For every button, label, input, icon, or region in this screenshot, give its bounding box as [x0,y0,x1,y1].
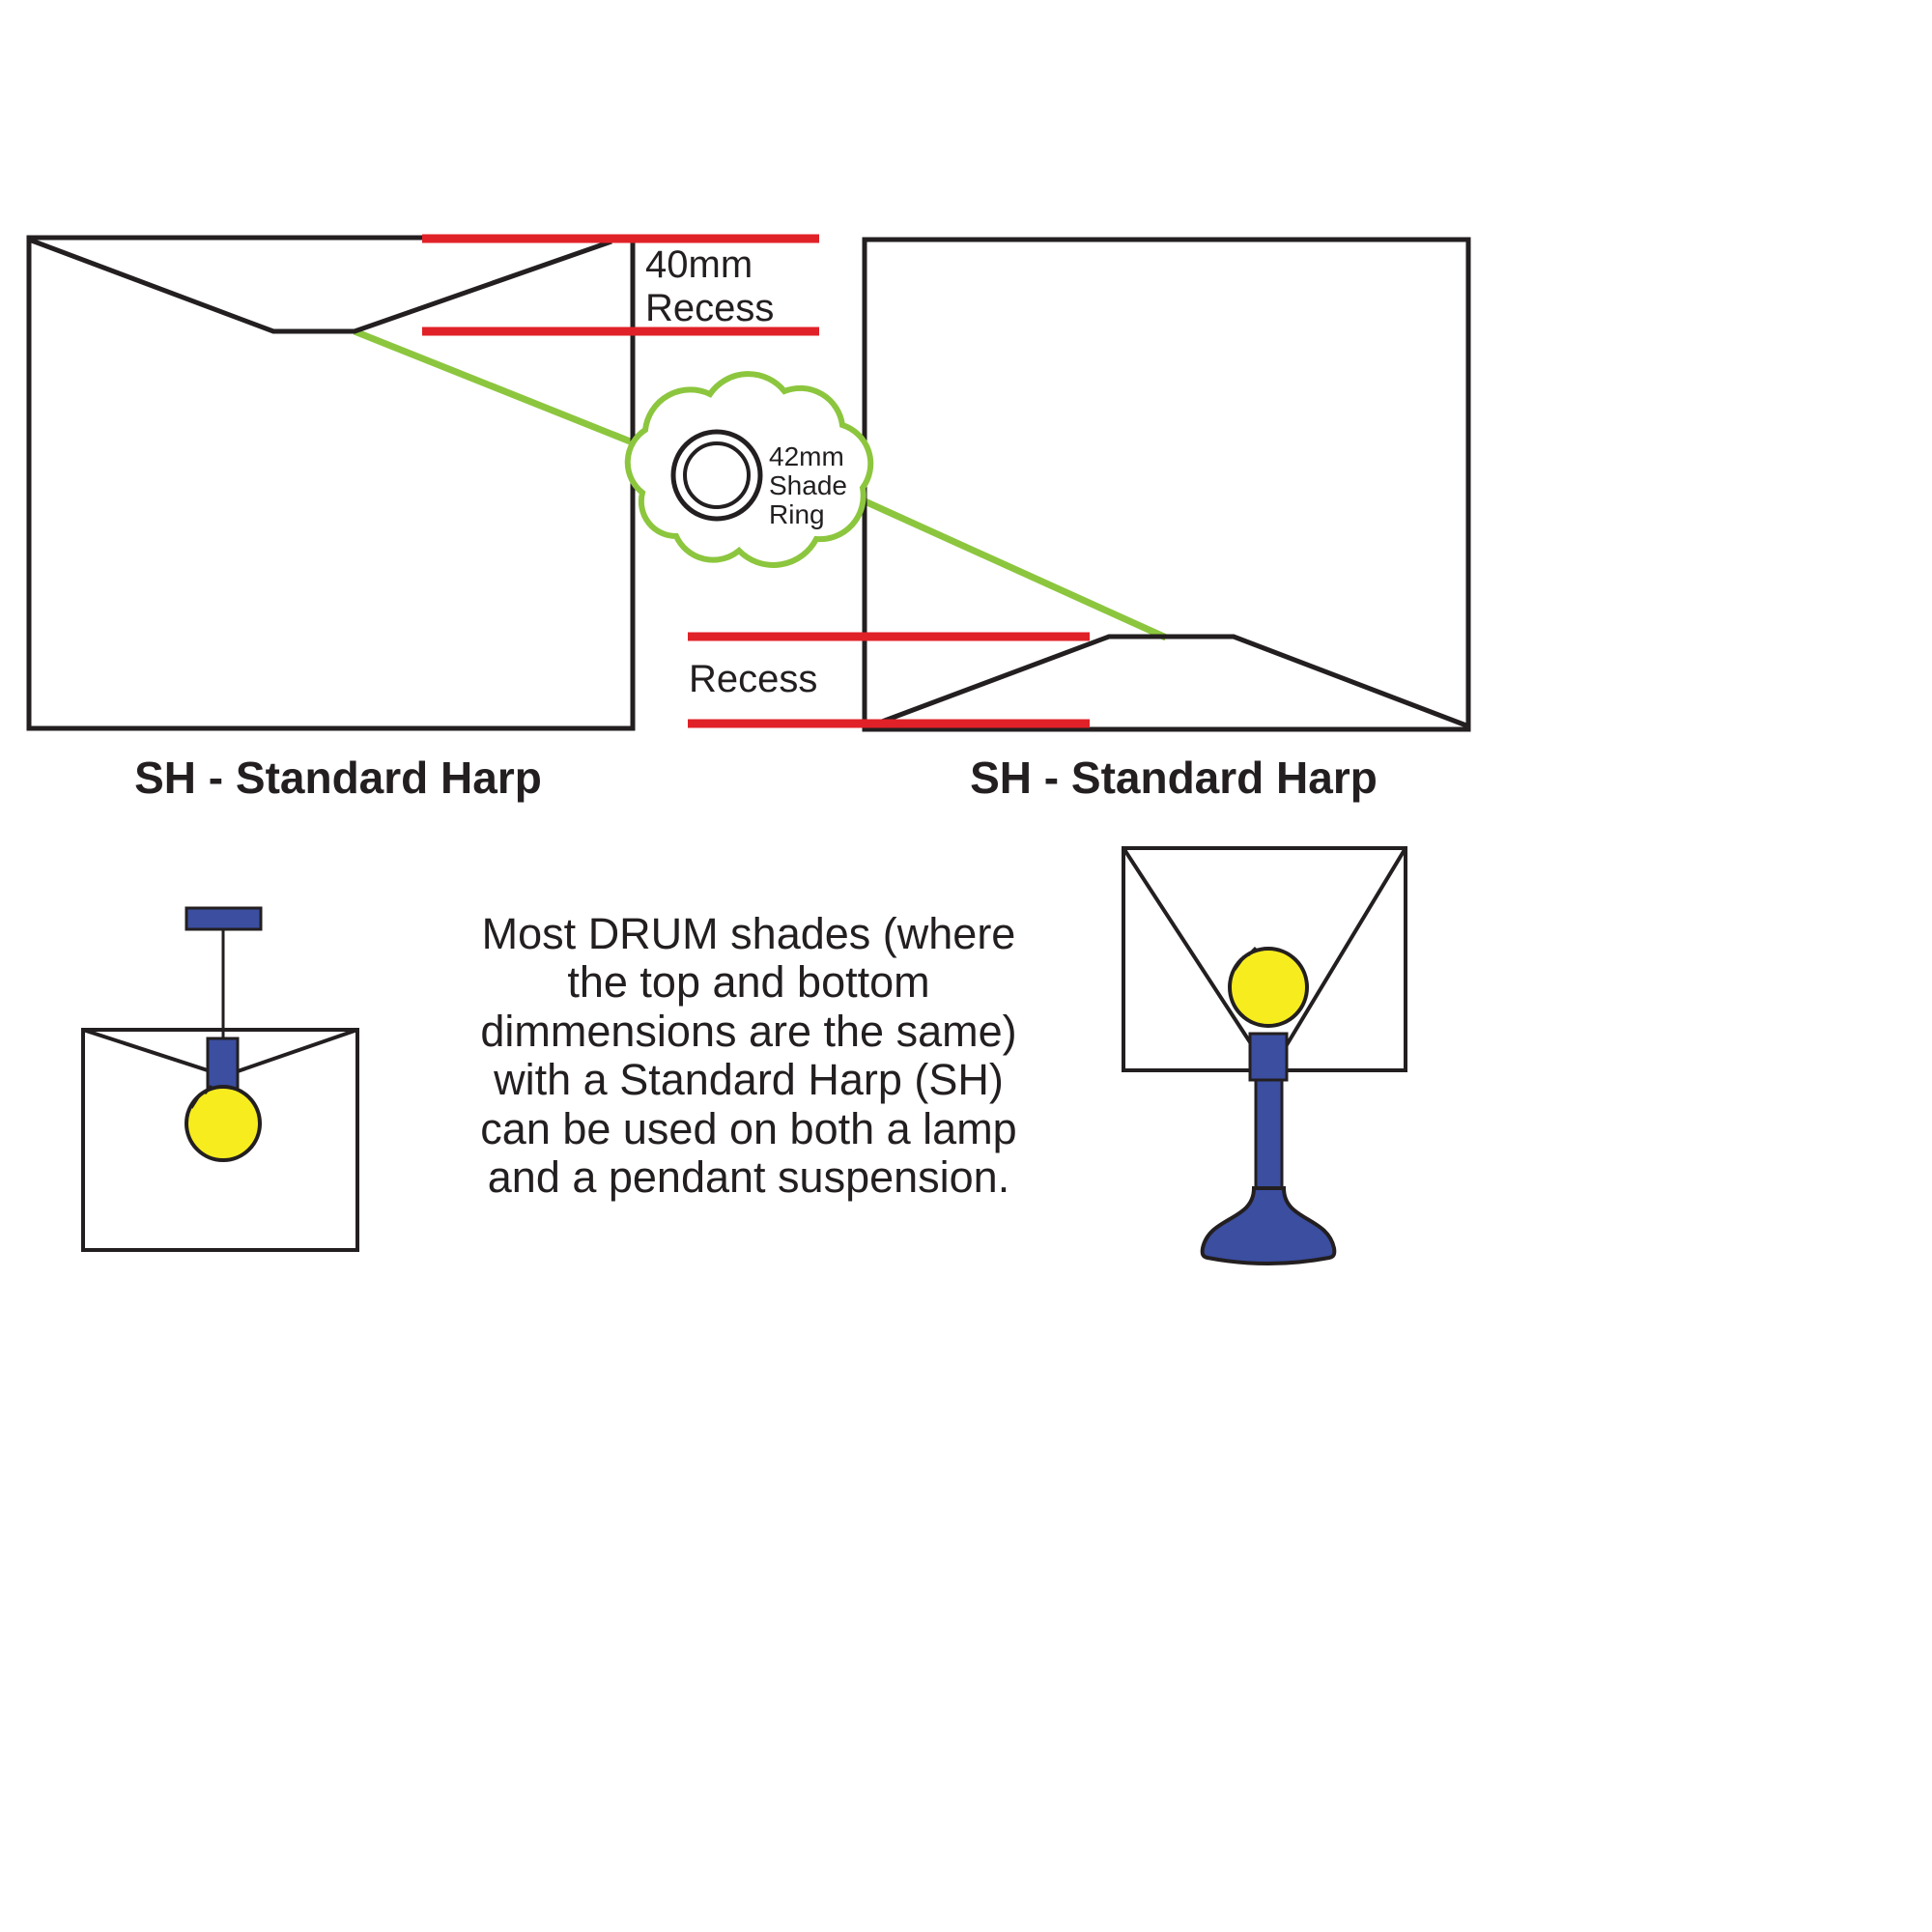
left-recess-label: 40mm Recess [645,243,775,330]
pendant-bulb [185,1085,262,1162]
ceiling-mount [185,906,263,931]
pendant-lamp-illustration [81,906,359,1252]
pendant-socket [206,1037,240,1091]
pointer-line-right [829,482,1168,641]
shade-ring-inner-circle [683,441,751,509]
table-harp-right [1283,846,1407,1050]
pendant-harp-left [82,1028,214,1074]
left-recess-profile [28,237,612,334]
pendant-bulb-shine [189,1085,213,1109]
left-diagram-caption: SH - Standard Harp [134,753,542,803]
table-bulb [1228,947,1309,1028]
right-recess-label: Recess [689,658,818,700]
table-bulb-shine [1233,946,1258,971]
table-lamp-stem [1254,1078,1284,1196]
table-lamp-illustration [1122,846,1407,1265]
left-shade-outline [26,235,636,731]
shade-ring-label: 42mm Shade Ring [769,441,847,530]
table-lamp-socket [1248,1032,1289,1082]
right-diagram-caption: SH - Standard Harp [970,753,1378,803]
pendant-shade-outline [81,1028,359,1252]
table-lamp-base [1200,1186,1337,1265]
right-recess-profile [866,634,1467,730]
pendant-harp-right [234,1028,358,1074]
right-shade-outline [862,237,1471,732]
shade-ring-cloud [624,371,874,568]
table-harp-left [1122,846,1256,1050]
usage-note: Most DRUM shades (where the top and bott… [480,909,1017,1202]
